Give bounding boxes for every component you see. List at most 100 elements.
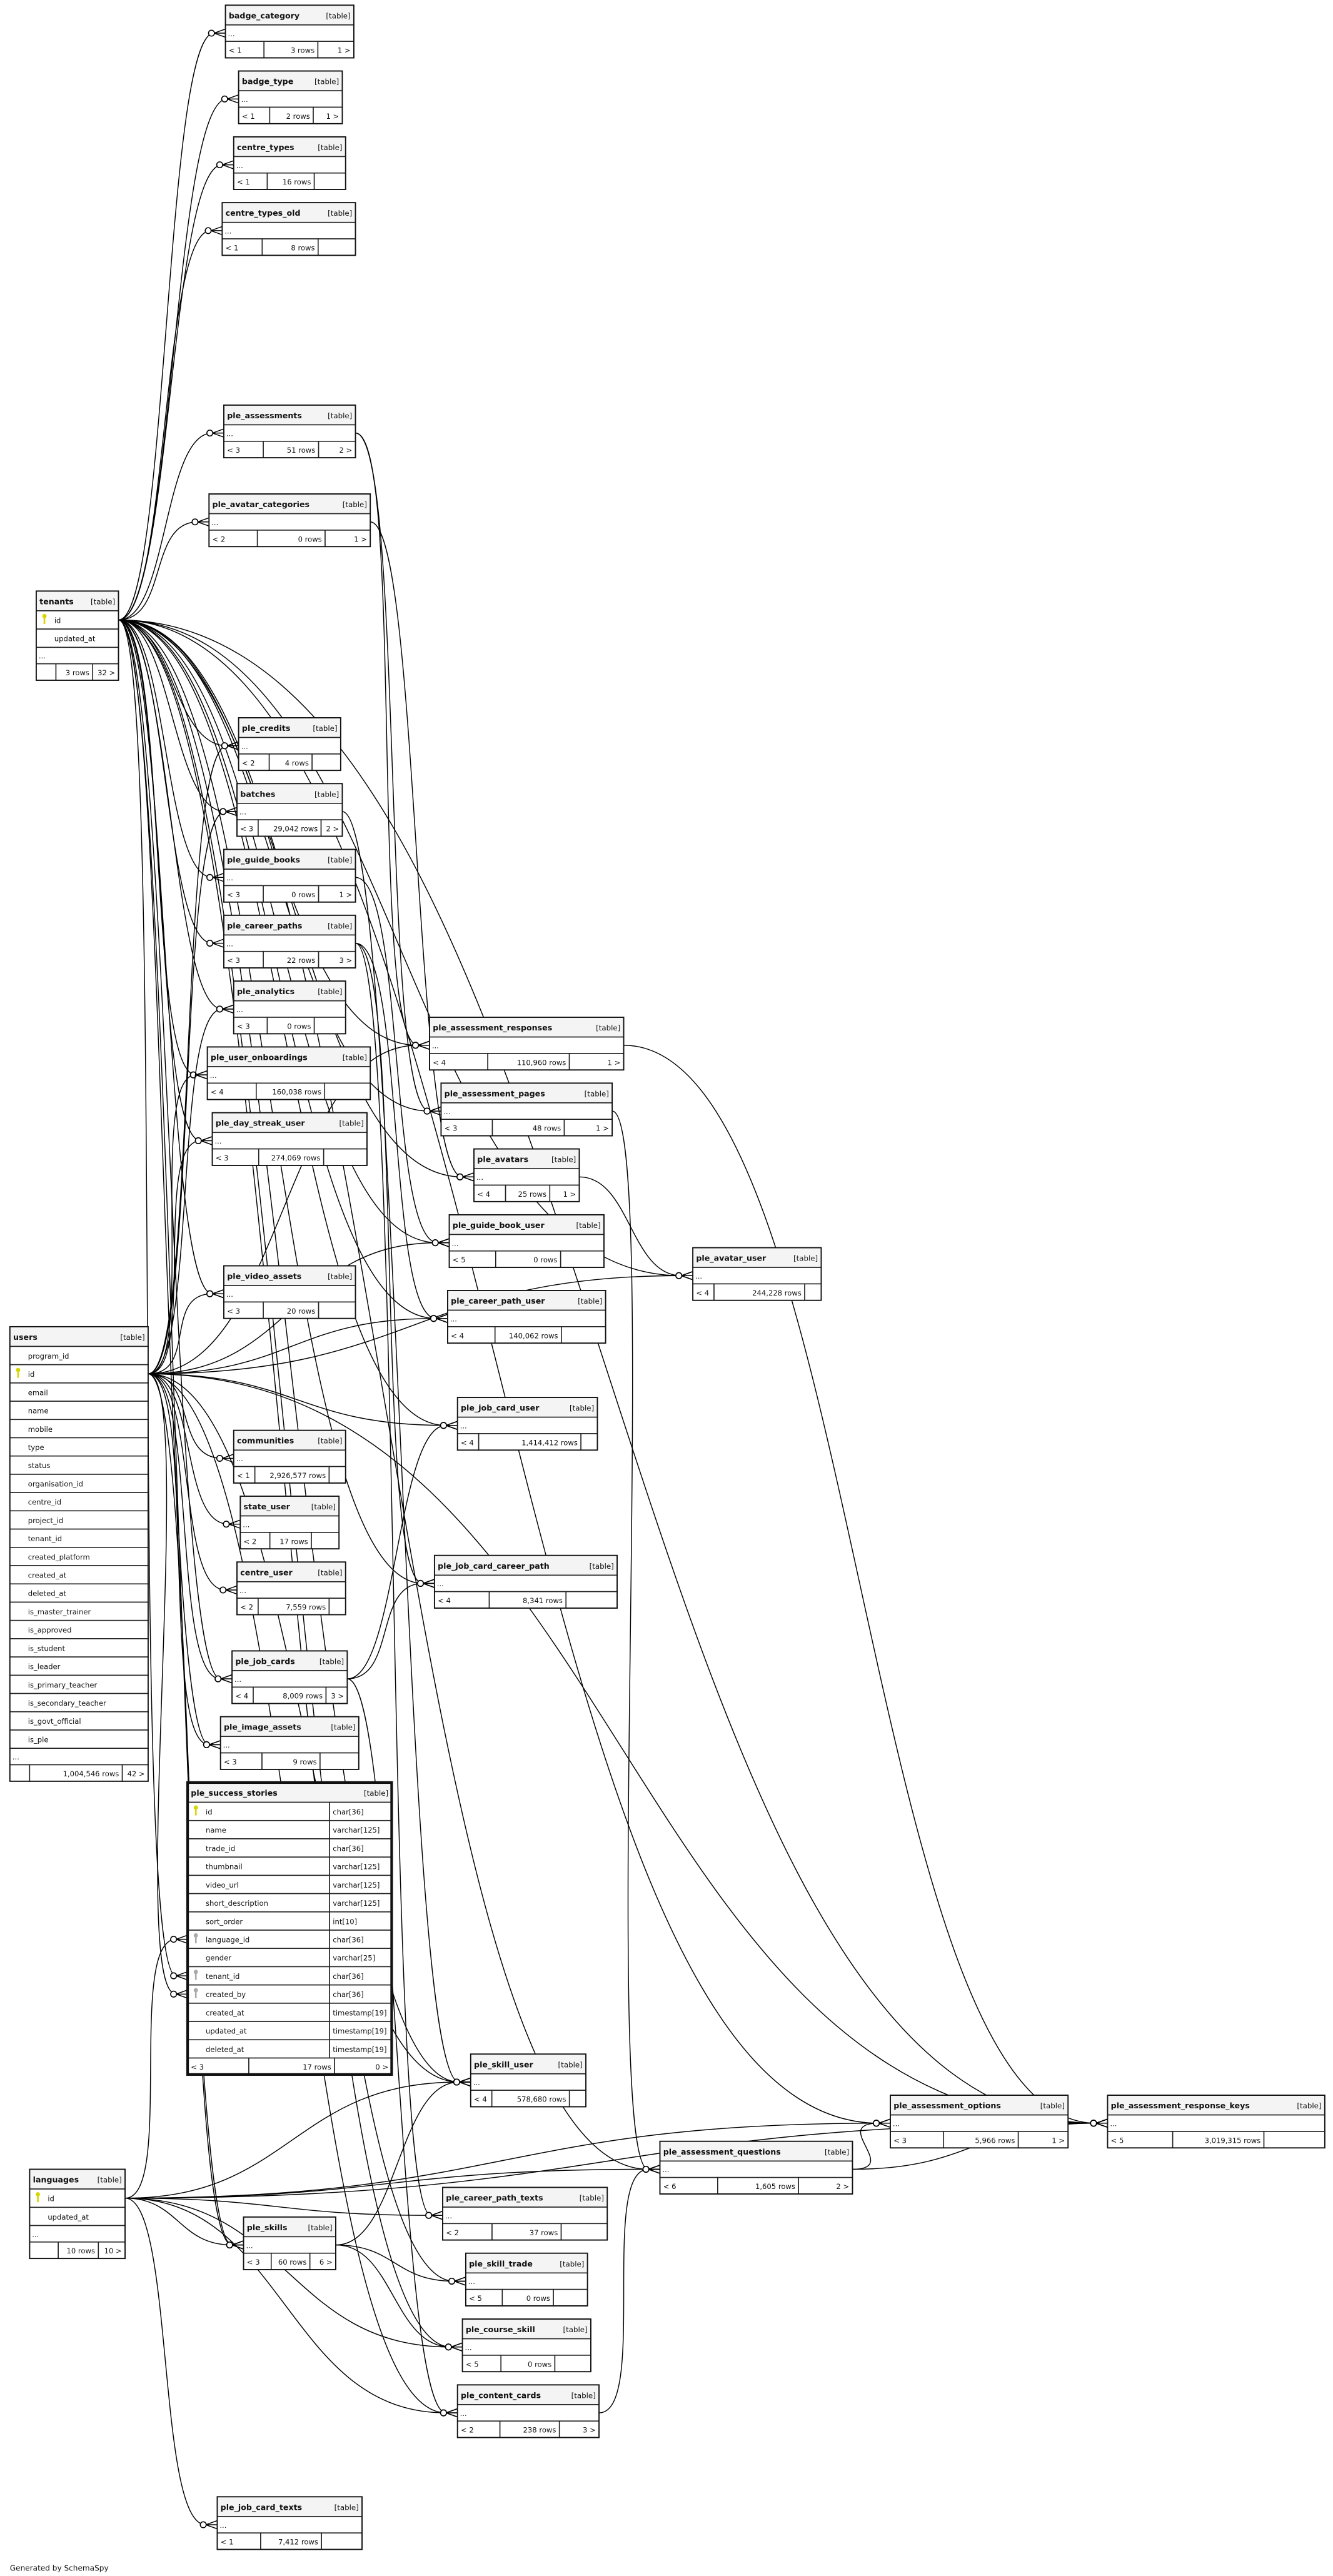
table-name[interactable]: badge_type	[242, 77, 293, 87]
parent-count-link[interactable]: < 1	[242, 112, 255, 121]
parent-count-link[interactable]: < 1	[226, 243, 239, 252]
table-name[interactable]: centre_types	[237, 143, 294, 153]
child-count-link[interactable]: 6 >	[319, 2258, 333, 2267]
parent-count-link[interactable]: < 3	[191, 2063, 204, 2071]
table-name[interactable]: ple_image_assets	[224, 1723, 301, 1733]
table-name[interactable]: ple_assessment_options	[893, 2101, 1001, 2111]
table-name[interactable]: ple_success_stories	[191, 1788, 277, 1798]
child-count-link[interactable]: 1 >	[338, 46, 351, 55]
table-name[interactable]: ple_career_paths	[227, 921, 302, 931]
parent-count-link[interactable]: < 4	[438, 1596, 451, 1605]
child-count-link[interactable]: 1 >	[354, 535, 367, 543]
table-name[interactable]: ple_credits	[242, 723, 290, 733]
table-ple_success_stories[interactable]: ple_success_stories[table]char[36]idvarc…	[186, 1781, 393, 2076]
child-count-link[interactable]: 32 >	[98, 668, 115, 677]
parent-count-link[interactable]: < 1	[229, 46, 242, 55]
child-count-link[interactable]: 2 >	[836, 2182, 849, 2191]
parent-count-link[interactable]: < 5	[453, 1255, 466, 1264]
table-name[interactable]: ple_avatar_categories	[213, 500, 310, 510]
table-ple_assessment_response_keys[interactable]: ple_assessment_response_keys[table]...< …	[1107, 2095, 1325, 2149]
parent-count-link[interactable]: < 2	[240, 1603, 253, 1612]
table-name[interactable]: ple_assessment_response_keys	[1111, 2101, 1250, 2111]
table-name[interactable]: ple_career_path_user	[451, 1296, 545, 1306]
table-name[interactable]: ple_avatar_user	[696, 1254, 767, 1264]
table-name[interactable]: ple_skills	[247, 2223, 288, 2233]
parent-count-link[interactable]: < 3	[224, 1758, 237, 1766]
parent-count-link[interactable]: < 5	[1111, 2136, 1124, 2145]
table-name[interactable]: ple_guide_books	[227, 855, 300, 865]
table-name[interactable]: ple_user_onboardings	[211, 1052, 308, 1062]
table-name[interactable]: ple_career_path_texts	[446, 2193, 543, 2203]
parent-count-link[interactable]: < 4	[211, 1088, 224, 1097]
child-count-link[interactable]: 1 >	[340, 890, 353, 899]
table-name[interactable]: ple_job_card_texts	[221, 2502, 302, 2512]
parent-count-link[interactable]: < 4	[696, 1289, 709, 1297]
table-name[interactable]: ple_assessment_pages	[445, 1089, 545, 1099]
parent-count-link[interactable]: < 6	[663, 2182, 677, 2191]
table-name[interactable]: ple_assessment_questions	[663, 2147, 781, 2157]
table-name[interactable]: ple_avatars	[477, 1155, 528, 1165]
parent-count-link[interactable]: < 1	[237, 178, 250, 186]
parent-count-link[interactable]: < 4	[474, 2095, 487, 2104]
table-name[interactable]: ple_video_assets	[227, 1272, 301, 1282]
parent-count-link[interactable]: < 3	[893, 2136, 907, 2145]
table-users[interactable]: users[table]program_ididemailnamemobilet…	[9, 1326, 149, 1782]
parent-count-link[interactable]: < 4	[477, 1190, 490, 1199]
table-name[interactable]: ple_job_card_user	[461, 1403, 540, 1413]
table-name[interactable]: ple_assessment_responses	[433, 1023, 552, 1033]
child-count-link[interactable]: 2 >	[326, 825, 339, 833]
table-name[interactable]: communities	[237, 1436, 294, 1446]
child-count-link[interactable]: 1 >	[608, 1058, 621, 1067]
table-name[interactable]: centre_types_old	[226, 208, 301, 218]
parent-count-link[interactable]: < 2	[446, 2228, 459, 2237]
child-count-link[interactable]: 3 >	[340, 956, 353, 965]
table-name[interactable]: ple_job_card_career_path	[438, 1561, 550, 1571]
parent-count-link[interactable]: < 4	[451, 1331, 464, 1340]
parent-count-link[interactable]: < 3	[237, 1022, 250, 1030]
child-count-link[interactable]: 10 >	[104, 2246, 122, 2255]
child-count-link[interactable]: 1 >	[563, 1190, 576, 1199]
parent-count-link[interactable]: < 5	[469, 2294, 482, 2303]
parent-count-link[interactable]: < 4	[461, 1438, 474, 1447]
table-name[interactable]: ple_course_skill	[466, 2325, 535, 2335]
parent-count-link[interactable]: < 2	[244, 1537, 257, 1546]
parent-count-link[interactable]: < 3	[227, 890, 240, 899]
table-name[interactable]: ple_guide_book_user	[453, 1220, 545, 1230]
parent-count-link[interactable]: < 3	[227, 956, 240, 965]
parent-count-link[interactable]: < 4	[235, 1692, 248, 1701]
parent-count-link[interactable]: < 4	[433, 1058, 446, 1067]
parent-count-link[interactable]: < 1	[237, 1471, 250, 1480]
parent-count-link[interactable]: < 5	[466, 2360, 479, 2368]
table-name[interactable]: languages	[33, 2175, 79, 2185]
table-name[interactable]: users	[13, 1332, 38, 1342]
parent-count-link[interactable]: < 3	[227, 446, 240, 455]
table-name[interactable]: batches	[240, 789, 275, 798]
table-name[interactable]: ple_skill_trade	[469, 2259, 533, 2269]
